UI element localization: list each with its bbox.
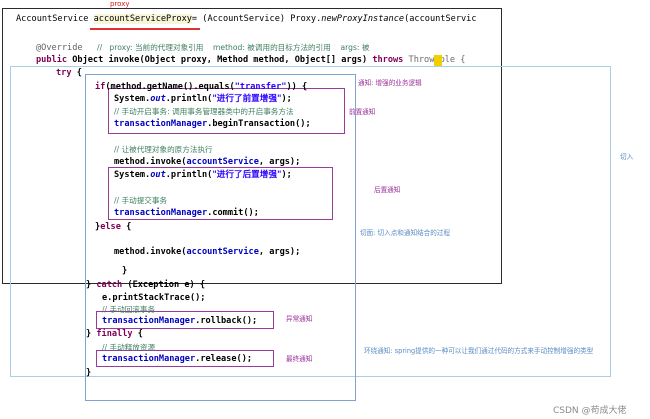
code-line-9: // 让被代理对象的原方法执行 — [114, 145, 213, 154]
after-throwing-note: 异常通知 — [286, 315, 313, 323]
code-line-18: e.printStackTrace(); — [102, 293, 206, 303]
after-returning-note: 后置通知 — [374, 186, 401, 194]
editor-frame — [2, 8, 502, 284]
code-line-7: // 手动开启事务: 调用事务管理器类中的开启事务方法 — [114, 107, 294, 116]
code-line-2: @Override // proxy: 当前的代理对象引用 method: 被调… — [36, 43, 370, 53]
cursor-marker — [434, 55, 442, 66]
code-line-19: // 手动回滚事务 — [102, 305, 156, 314]
pointcut-region — [10, 66, 611, 377]
code-line-20: transactionManager.rollback(); — [102, 316, 258, 326]
code-line-22: // 手动释放资源 — [102, 343, 156, 352]
code-line-6: System.out.println("进行了前置增强"); — [114, 94, 292, 104]
code-line-8: transactionManager.beginTransaction(); — [114, 119, 311, 129]
after-advice-box — [96, 350, 274, 367]
code-line-23: transactionManager.release(); — [102, 354, 253, 364]
code-line-14: }else { — [95, 222, 132, 232]
code-line-1: AccountService accountServiceProxy= (Acc… — [16, 14, 477, 24]
code-line-15: method.invoke(accountService, args); — [114, 247, 301, 257]
code-line-13: transactionManager.commit(); — [114, 208, 259, 218]
before-advice-note: 前置通知 — [349, 108, 376, 116]
after-throwing-advice-box — [96, 311, 274, 329]
code-line-11: System.out.println("进行了后置增强"); — [114, 170, 292, 180]
after-returning-advice-box — [108, 167, 333, 220]
before-advice-box — [108, 88, 345, 134]
target-note: 通知: 增强的业务逻辑 — [358, 79, 422, 87]
after-advice-note: 最终通知 — [286, 355, 313, 363]
code-line-5: if(method.getName().equals("transfer")) … — [95, 82, 308, 92]
pointcut-note: 切入 — [620, 153, 634, 161]
code-line-3: public Object invoke(Object proxy, Metho… — [36, 55, 466, 65]
proxy-variable: accountServiceProxy — [93, 14, 192, 24]
watermark: CSDN @苟成大佬 — [553, 406, 627, 416]
code-line-12: // 手动提交事务 — [114, 196, 168, 205]
aspect-region — [85, 74, 356, 401]
proxy-underline — [90, 28, 200, 30]
proxy-label: proxy — [110, 0, 130, 8]
code-line-4: try { — [56, 68, 82, 78]
code-line-10: method.invoke(accountService, args); — [114, 157, 301, 167]
code-line-24: } — [86, 368, 92, 378]
code-line-17: } catch (Exception e) { — [86, 280, 206, 290]
around-advice-note: 环绕通知: spring提供的一种可以让我们通过代码的方式来手动控制增强的类型 — [364, 347, 594, 355]
code-line-16: } — [122, 266, 128, 276]
code-line-21: } finally { — [86, 329, 143, 339]
aspect-note: 切面: 切入点和通知结合的过程 — [360, 229, 451, 237]
